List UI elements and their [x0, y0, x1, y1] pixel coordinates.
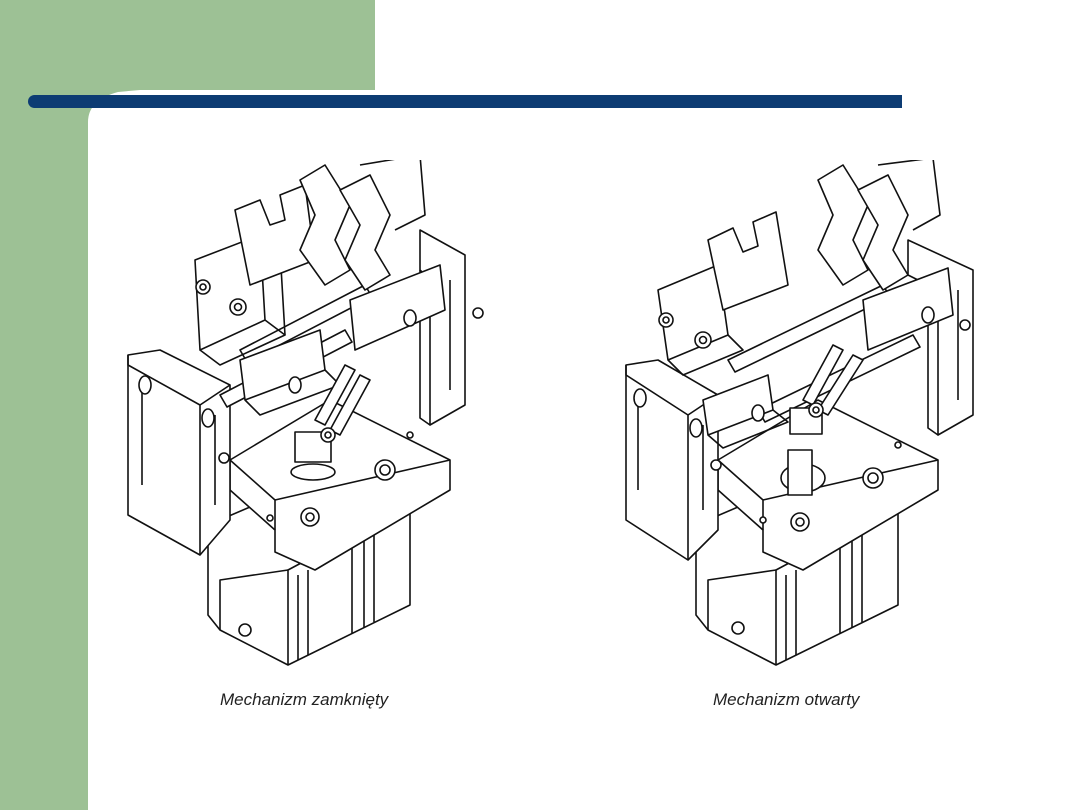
link-arm-right: [330, 375, 370, 435]
top-header-block: [0, 0, 375, 90]
link-arm-right: [818, 355, 863, 415]
right-jaw: [858, 175, 908, 290]
figure-mechanism-open: Mechanizm otwarty: [618, 160, 988, 709]
sidebar-corner-curve: [88, 0, 140, 140]
gripper-open-drawing: [618, 160, 988, 670]
figure-caption-closed: Mechanizm zamknięty: [220, 690, 389, 709]
left-jaw: [708, 212, 788, 310]
center-jaw: [300, 165, 350, 285]
center-jaw: [818, 165, 868, 285]
center-carriage: [703, 375, 773, 435]
right-jaw: [340, 175, 390, 290]
motor-bolt-hole: [732, 622, 744, 634]
header-accent-line: [28, 95, 902, 108]
link-arm-left: [315, 365, 355, 425]
left-jaw: [235, 185, 315, 285]
gripper-closed-drawing: [120, 160, 490, 670]
figure-mechanism-closed: Mechanizm zamknięty: [120, 160, 490, 709]
link-arm-left: [803, 345, 843, 405]
right-bracket: [420, 230, 465, 425]
right-carriage: [350, 265, 445, 350]
right-carriage: [863, 268, 953, 350]
left-sidebar-band: [0, 0, 88, 810]
right-bracket: [908, 240, 973, 435]
motor-bolt-hole: [239, 624, 251, 636]
figure-caption-open: Mechanizm otwarty: [713, 690, 860, 709]
